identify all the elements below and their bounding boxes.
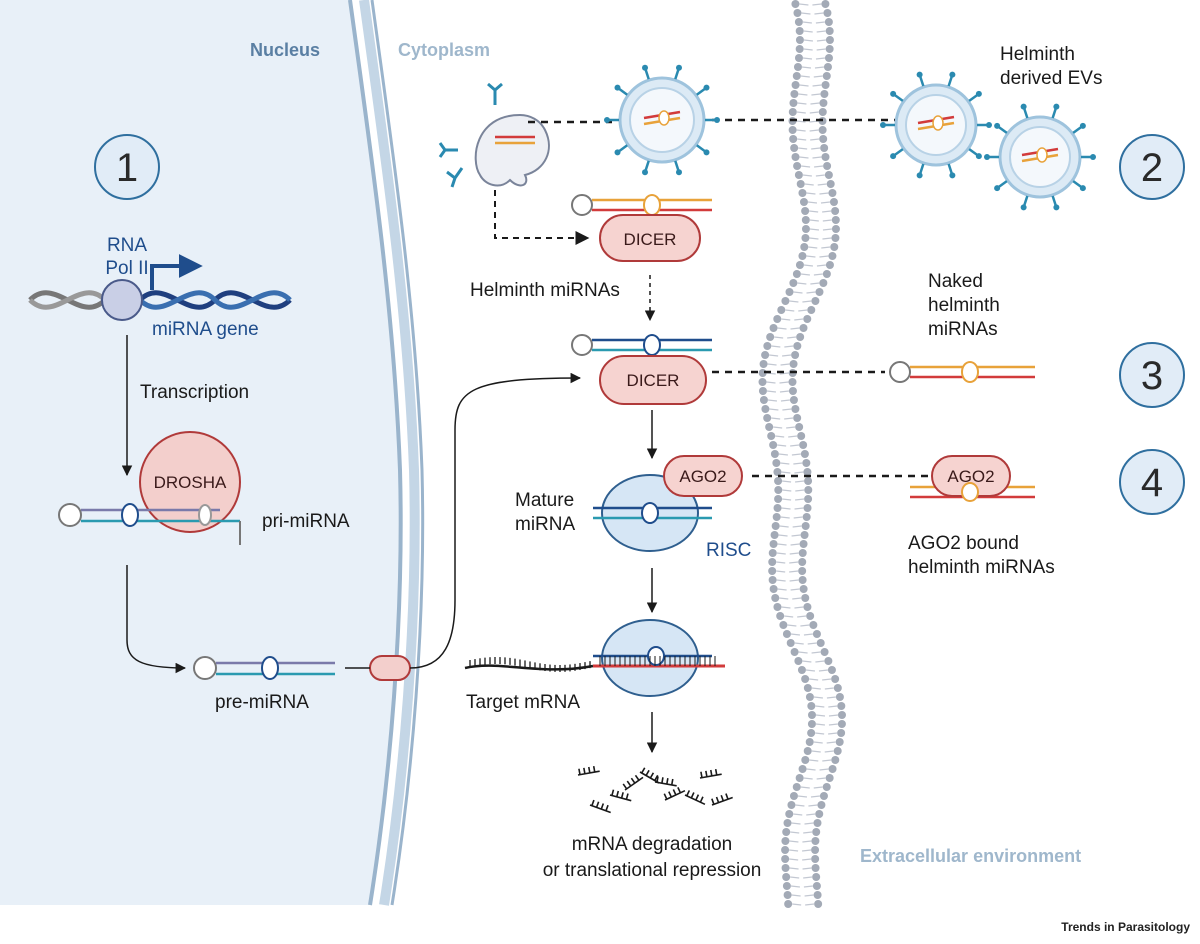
nuclear-pore-exportin xyxy=(369,655,411,681)
ago2-bound-label-line1: AGO2 bound xyxy=(908,533,1019,554)
mature-mirna-label-line2: miRNA xyxy=(515,514,575,535)
endosome xyxy=(474,113,550,187)
dicer-host: DICER xyxy=(571,334,712,405)
cell-membrane xyxy=(758,0,846,908)
pri-mirna-hairpin xyxy=(58,503,241,545)
pre-mirna-label: pre-miRNA xyxy=(215,692,309,713)
svg-text:3: 3 xyxy=(1141,354,1163,398)
ago2-bound-label-line2: helminth miRNAs xyxy=(908,557,1055,578)
helminth-mirnas-label: Helminth miRNAs xyxy=(470,280,620,301)
pri-mirna-label: pri-miRNA xyxy=(262,511,350,532)
nuclear-envelope-outer xyxy=(359,0,420,906)
target-mrna-complex xyxy=(464,619,725,697)
ev-uptake-path xyxy=(494,190,590,245)
rna-pol-label-line2: Pol II xyxy=(105,258,148,279)
naked-helminth-mirna xyxy=(889,361,1035,383)
rna-pol-label-line1: RNA xyxy=(107,235,147,256)
mrna-fragments xyxy=(577,766,733,814)
step-2-badge: 2 xyxy=(1119,134,1185,200)
svg-text:1: 1 xyxy=(116,146,138,190)
mirna-gene-label: miRNA gene xyxy=(152,319,259,340)
ago2-bound-helminth-mirna: AGO2 xyxy=(910,455,1035,502)
drosha-complex xyxy=(139,431,241,533)
nucleus-label: Nucleus xyxy=(250,40,320,60)
step-1-badge: 1 xyxy=(94,134,160,200)
mature-mirna-label-line1: Mature xyxy=(515,490,574,511)
svg-text:2: 2 xyxy=(1141,146,1163,190)
rna-pol-ii-icon xyxy=(101,279,143,321)
target-mrna-label: Target mRNA xyxy=(466,692,580,713)
svg-text:4: 4 xyxy=(1141,461,1163,505)
dicer-helminth: DICER xyxy=(571,194,712,262)
extracellular-label: Extracellular environment xyxy=(860,846,1081,866)
risc-label: RISC xyxy=(706,540,751,561)
helminth-evs xyxy=(604,64,1096,211)
naked-label-line3: miRNAs xyxy=(928,319,998,340)
helminth-evs-label-line2: derived EVs xyxy=(1000,68,1102,89)
naked-label-line2: helminth xyxy=(928,295,1000,316)
export-arrow xyxy=(345,378,580,669)
cytoplasm-label: Cytoplasm xyxy=(398,40,490,60)
step-4-badge: 4 xyxy=(1119,449,1185,515)
helminth-evs-label-line1: Helminth xyxy=(1000,44,1075,65)
degradation-label-line1: mRNA degradation xyxy=(572,834,733,855)
svg-text:AGO2: AGO2 xyxy=(679,467,726,486)
risc-complex: AGO2 xyxy=(593,455,743,552)
naked-label-line1: Naked xyxy=(928,271,983,292)
transcription-label: Transcription xyxy=(140,382,249,403)
pre-mirna-hairpin xyxy=(193,656,335,680)
transcription-start-arrow xyxy=(150,254,203,290)
nuclear-envelope-inner xyxy=(348,0,403,906)
dna-helix xyxy=(28,290,292,310)
svg-text:DICER: DICER xyxy=(624,230,677,249)
processing-arrow xyxy=(126,565,187,674)
degradation-label-line2: or translational repression xyxy=(543,860,762,881)
svg-text:AGO2: AGO2 xyxy=(947,467,994,486)
step-3-badge: 3 xyxy=(1119,342,1185,408)
svg-text:DICER: DICER xyxy=(627,371,680,390)
drosha-label: DROSHA xyxy=(154,473,227,492)
ev-receptor-icons xyxy=(438,82,503,188)
journal-credit: Trends in Parasitology xyxy=(1061,920,1190,934)
